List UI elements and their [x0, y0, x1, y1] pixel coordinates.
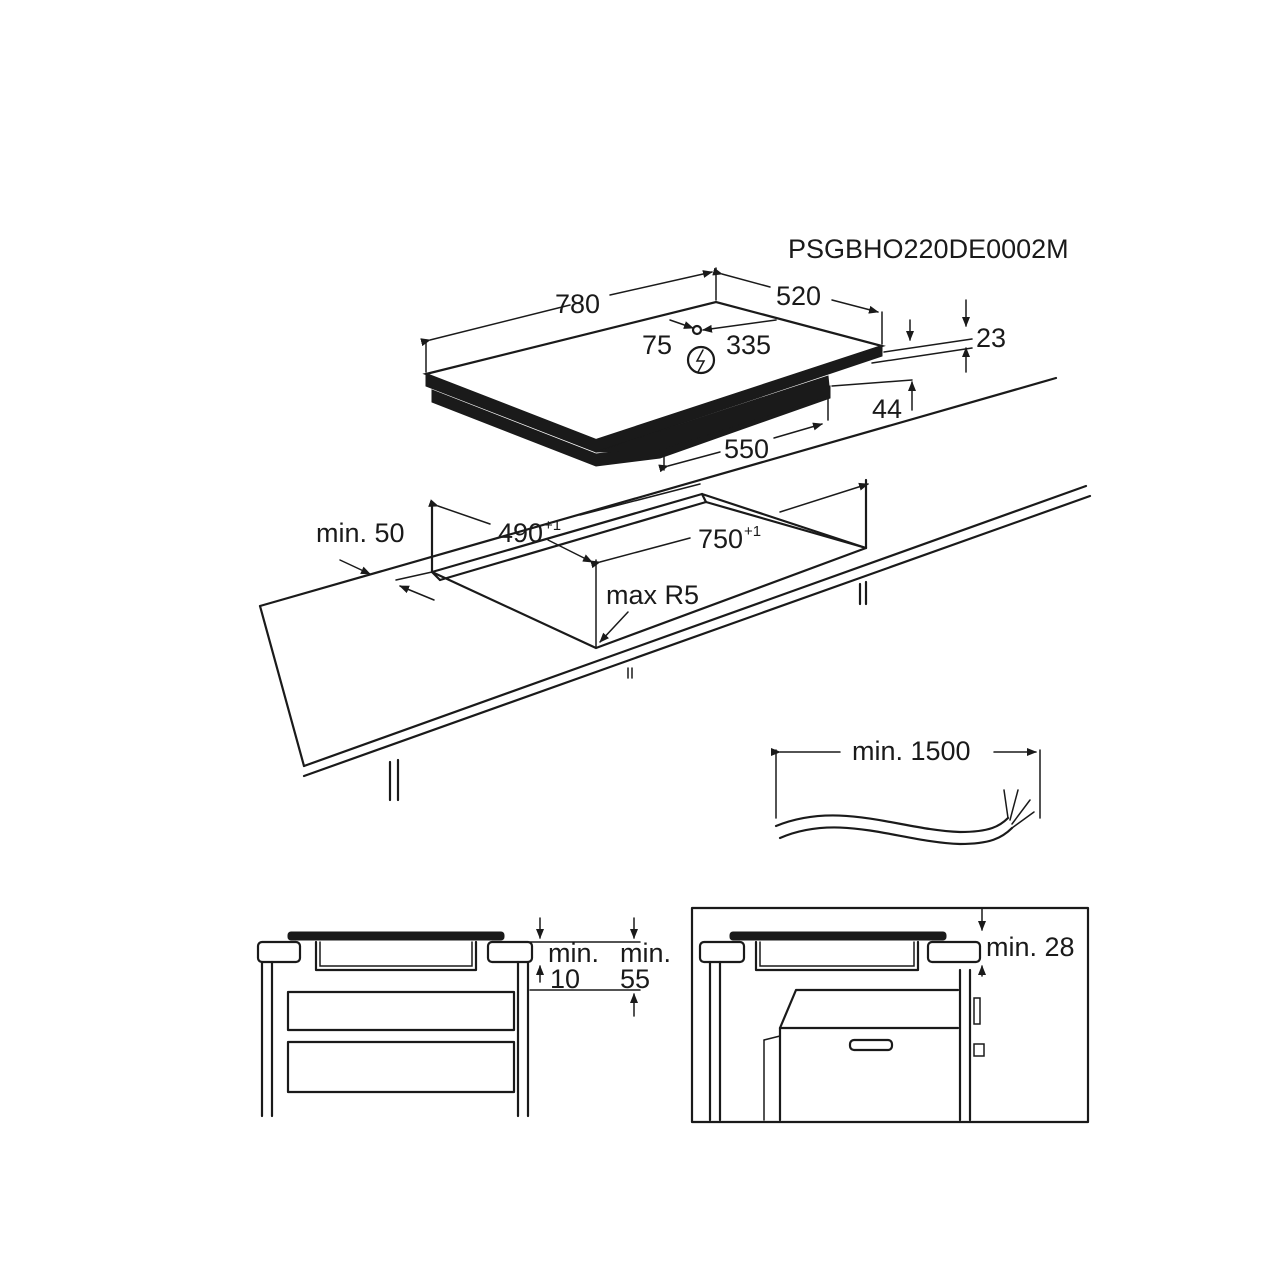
cabinet-drawers: min. 10 min. 55: [256, 917, 671, 1118]
dim-550: 550: [658, 389, 829, 473]
radius-label: max R5: [606, 580, 699, 610]
min-50-label: min. 50: [316, 518, 405, 548]
min-10-value: 10: [550, 964, 580, 994]
dim-44-label: 44: [872, 394, 902, 424]
dim-490-label: 490: [498, 518, 543, 548]
hob-top-view: [422, 300, 886, 467]
dim-radius: max R5: [599, 580, 699, 643]
dim-490-tolerance: +1: [544, 517, 561, 534]
dim-23: 23: [871, 299, 1006, 373]
dim-550-label: 550: [724, 434, 769, 464]
dim-socket: 75 335: [642, 319, 777, 360]
dim-75-label: 75: [642, 330, 672, 360]
dim-520-label: 520: [776, 281, 821, 311]
min-10-label: min.: [548, 938, 599, 968]
hob-box: [595, 375, 831, 453]
diagram-code: PSGBHO220DE0002M: [788, 234, 1069, 264]
dim-780: 780: [420, 267, 717, 373]
dim-750-label: 750: [698, 524, 743, 554]
dim-750-tolerance: +1: [744, 523, 761, 540]
cable: min. 1500: [771, 736, 1041, 846]
dim-780-label: 780: [555, 289, 600, 319]
dim-min-50: min. 50: [316, 518, 435, 601]
min-28-label: min. 28: [986, 932, 1075, 962]
power-symbol-icon: [686, 345, 716, 375]
dim-750: 750 +1: [590, 482, 869, 569]
dim-490: 490 +1: [428, 483, 701, 649]
cabinet-oven: min. 28: [690, 906, 1090, 1124]
dim-335-label: 335: [726, 330, 771, 360]
dim-44: 44: [831, 379, 916, 424]
worktop: [258, 376, 1092, 802]
dim-23-label: 23: [976, 323, 1006, 353]
cable-length-label: min. 1500: [852, 736, 971, 766]
hob-side-edge: [595, 345, 883, 453]
min-55-value: 55: [620, 964, 650, 994]
min-55-label: min.: [620, 938, 671, 968]
socket-dot: [691, 324, 703, 336]
cutout: [430, 478, 868, 650]
dim-520: 520: [712, 267, 883, 345]
